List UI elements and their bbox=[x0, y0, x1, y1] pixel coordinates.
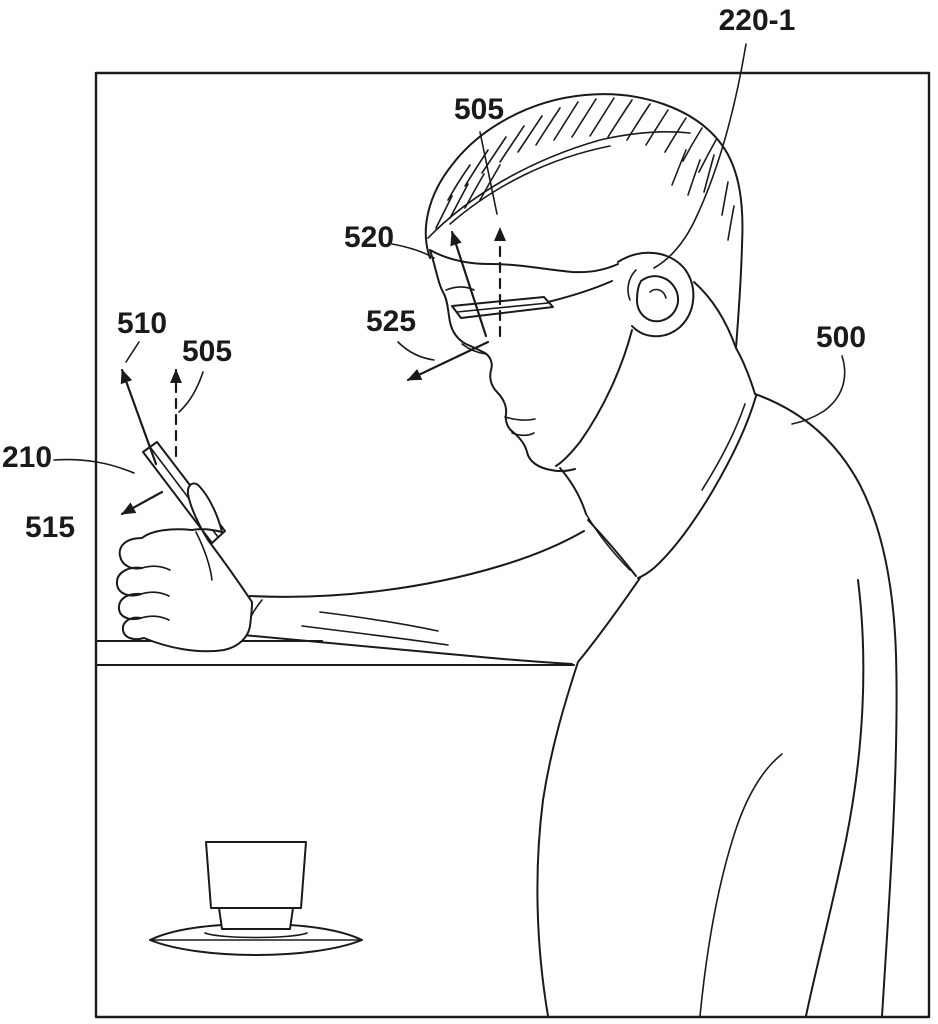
leader-210 bbox=[53, 458, 135, 474]
person-body bbox=[536, 347, 898, 1017]
sleeve-top-edge bbox=[249, 530, 585, 598]
ear-canal-line bbox=[627, 269, 637, 301]
neck-back-line bbox=[735, 347, 756, 395]
jaw-line bbox=[555, 329, 633, 467]
arrow-520-glasses-axis bbox=[450, 230, 488, 338]
label-500: 500 bbox=[816, 321, 866, 354]
eyebrow-line bbox=[445, 286, 475, 291]
label-525: 525 bbox=[366, 305, 416, 338]
nostril-line bbox=[461, 343, 487, 355]
torso-front-outline bbox=[536, 577, 641, 1017]
figure-frame bbox=[94, 71, 931, 1019]
eyeglasses-lens-line bbox=[456, 302, 549, 313]
arrow-525-gaze-direction bbox=[406, 340, 490, 382]
arrow-510-device-normal bbox=[120, 368, 158, 466]
eyeglasses bbox=[451, 280, 613, 319]
finger-crease-lines bbox=[140, 531, 213, 621]
sleeve-arm bbox=[231, 530, 585, 665]
hair-behind-ear-line bbox=[693, 281, 737, 349]
collar-right-flap bbox=[637, 395, 757, 579]
leader-525 bbox=[397, 341, 435, 361]
hair-outline bbox=[424, 93, 744, 349]
hair-sweep-lines bbox=[427, 131, 691, 239]
earbud-inner-line bbox=[649, 288, 667, 299]
leader-lines bbox=[53, 43, 846, 474]
label-515: 515 bbox=[25, 511, 75, 544]
label-210: 210 bbox=[2, 441, 52, 474]
direction-arrows bbox=[120, 226, 506, 516]
cup-shadow-line bbox=[204, 932, 308, 939]
leader-505-head bbox=[479, 131, 498, 215]
back-outline bbox=[754, 393, 898, 1017]
sleeve-bottom-edge bbox=[231, 633, 573, 665]
earbud bbox=[636, 275, 679, 323]
eyeglasses-temple-arm bbox=[547, 280, 613, 303]
leader-520 bbox=[391, 243, 435, 259]
face-profile bbox=[429, 249, 576, 473]
head bbox=[424, 93, 744, 473]
earbud-body bbox=[636, 275, 679, 323]
ear-outline bbox=[617, 251, 695, 338]
sleeve-fold-lines bbox=[301, 611, 449, 646]
shirt-fold-line bbox=[699, 753, 783, 1017]
label-520: 520 bbox=[344, 221, 394, 254]
label-220-1: 220-1 bbox=[719, 4, 796, 37]
reference-labels: 220-1 505 520 525 510 505 210 515 500 bbox=[2, 4, 866, 544]
leader-510 bbox=[125, 341, 140, 363]
leader-500 bbox=[791, 355, 846, 425]
cup-body bbox=[205, 841, 307, 909]
hand bbox=[115, 482, 253, 653]
collar-right-inner-line bbox=[701, 403, 746, 491]
mouth-lines bbox=[504, 416, 536, 437]
collar-left-inner-line bbox=[585, 513, 631, 571]
arrow-515-device-lateral bbox=[120, 490, 164, 516]
cup-foot bbox=[218, 907, 294, 930]
label-505-head: 505 bbox=[454, 93, 504, 126]
neck-front-line bbox=[559, 467, 587, 515]
back-arm-seam bbox=[805, 579, 865, 1017]
leader-505-device bbox=[178, 371, 204, 413]
coffee-cup bbox=[149, 841, 363, 956]
hand-outline bbox=[115, 482, 253, 653]
label-510: 510 bbox=[117, 307, 167, 340]
label-505-device: 505 bbox=[182, 335, 232, 368]
leader-220-1 bbox=[653, 43, 747, 269]
